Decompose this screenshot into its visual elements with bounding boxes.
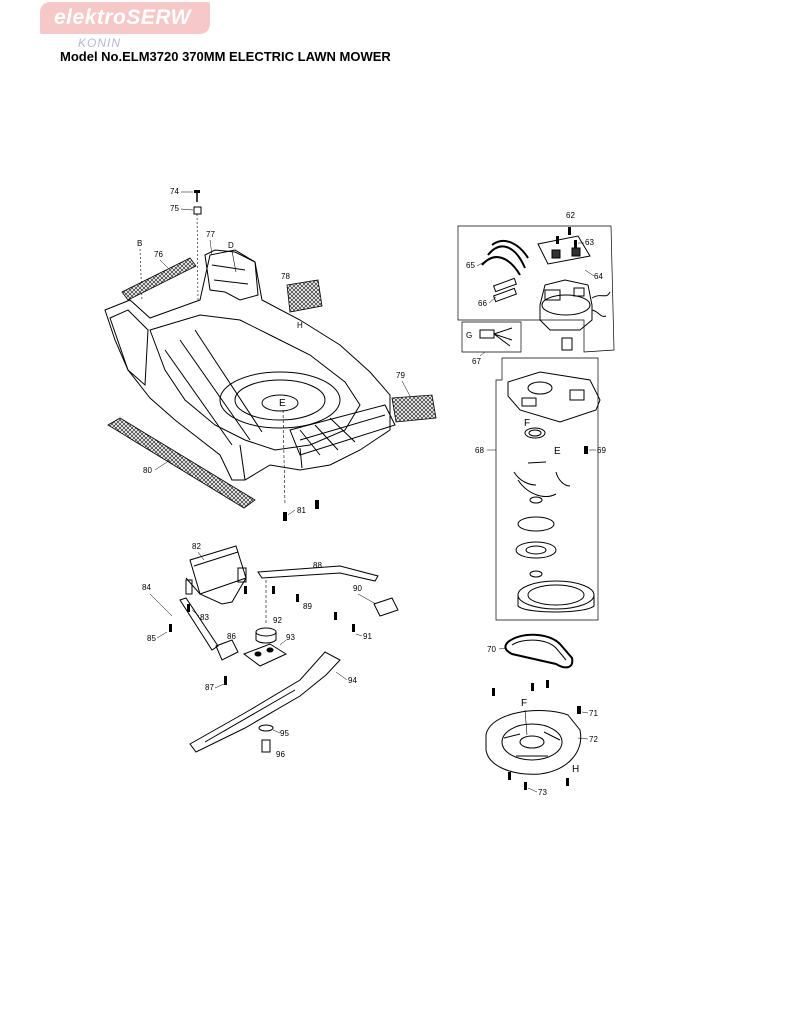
part-label-87: 87: [205, 683, 214, 692]
part-89-screws: [296, 594, 337, 620]
part-label-81: 81: [297, 506, 306, 515]
part-label-88: 88: [313, 561, 322, 570]
cooling-fan: [515, 496, 557, 578]
part-75-nut: [193, 206, 202, 301]
part-83-screws: [187, 586, 275, 612]
part-label-71: 71: [589, 709, 598, 718]
part-71-screw: [577, 706, 581, 714]
part-91-screw: [352, 624, 355, 632]
part-90-bracket: [373, 597, 399, 617]
part-label-80: 80: [143, 466, 152, 475]
brand-logo: elektroSERW: [40, 2, 210, 34]
part-label-83: 83: [200, 613, 209, 622]
page-title: Model No.ELM3720 370MM ELECTRIC LAWN MOW…: [60, 49, 391, 64]
part-67-connector: [479, 327, 513, 347]
part-81-screws: [283, 500, 319, 521]
part-95-washer: [258, 724, 274, 732]
part-label-65: 65: [466, 261, 475, 270]
part-63-screw: [574, 240, 577, 248]
part-label-66: 66: [478, 299, 487, 308]
part-label-91: 91: [363, 632, 372, 641]
part-70-drive-belt: [504, 633, 574, 669]
part-94-cutting-blade: [189, 651, 341, 753]
part-93-blade-holder: [242, 643, 288, 667]
part-label-90: 90: [353, 584, 362, 593]
ref-letter-d: D: [228, 241, 234, 250]
ref-letter-h-deck: H: [297, 321, 303, 330]
mower-deck: [104, 249, 396, 481]
part-label-76: 76: [154, 250, 163, 259]
part-66-sleeves: [492, 277, 518, 303]
part-87-screw: [224, 676, 227, 685]
part-76-filter-strip: [121, 257, 197, 301]
part-label-72: 72: [589, 735, 598, 744]
part-78-filter-pad: [286, 279, 323, 313]
part-label-62: 62: [566, 211, 575, 220]
part-label-70: 70: [487, 645, 496, 654]
part-65-wires: [481, 239, 529, 276]
logo-brand-text: elektroSERW: [54, 6, 191, 29]
part-96-blade-bolt: [261, 739, 271, 753]
part-88-right-arm: [257, 565, 379, 582]
base-screws: [492, 680, 549, 696]
part-68-frame: [495, 357, 599, 621]
part-68-motor-housing: [507, 371, 601, 439]
part-79-filter-pad: [391, 394, 437, 423]
part-label-89: 89: [303, 602, 312, 611]
ref-letter-e-deck: E: [279, 398, 286, 409]
part-label-63: 63: [585, 238, 594, 247]
lower-housing: [517, 580, 595, 613]
motor-parts-frame: [457, 225, 615, 353]
part-label-92: 92: [273, 616, 282, 625]
ref-letter-f-base: F: [521, 698, 527, 709]
part-64-brush-holders: [537, 235, 591, 265]
ref-letter-f-motor: F: [524, 418, 530, 429]
part-74-screw: [194, 190, 200, 202]
part-92-bushing: [255, 627, 277, 644]
part-82-rear-flap: [185, 545, 247, 605]
part-69-screw: [584, 446, 588, 454]
part-67-frame: [461, 321, 522, 353]
part-label-77: 77: [206, 230, 215, 239]
part-label-79: 79: [396, 371, 405, 380]
part-label-78: 78: [281, 272, 290, 281]
part-86-bracket: [215, 639, 239, 661]
part-label-67: 67: [472, 357, 481, 366]
motor: [539, 279, 611, 351]
part-84-left-arm: [179, 597, 219, 651]
ref-letter-g: G: [466, 331, 472, 340]
part-label-69: 69: [597, 446, 606, 455]
part-label-84: 84: [142, 583, 151, 592]
part-62-screws: [556, 227, 571, 244]
ref-letter-e-motor: E: [554, 446, 561, 457]
part-label-64: 64: [594, 272, 603, 281]
part-label-82: 82: [192, 542, 201, 551]
ref-letter-h-base: H: [572, 764, 579, 775]
part-label-74: 74: [170, 187, 179, 196]
part-label-85: 85: [147, 634, 156, 643]
rubber-mounts: [513, 461, 571, 497]
logo-city-text: KONIN: [78, 36, 122, 50]
part-label-73: 73: [538, 788, 547, 797]
part-label-96: 96: [276, 750, 285, 759]
part-label-86: 86: [227, 632, 236, 641]
part-label-94: 94: [348, 676, 357, 685]
part-label-95: 95: [280, 729, 289, 738]
part-80-filter-strip: [107, 417, 256, 509]
ref-letter-b: B: [137, 239, 142, 248]
part-label-93: 93: [286, 633, 295, 642]
part-72-pulley-housing: [485, 710, 582, 775]
part-73-screws: [508, 772, 569, 790]
part-label-75: 75: [170, 204, 179, 213]
part-85-screw: [169, 624, 172, 632]
part-label-68: 68: [475, 446, 484, 455]
